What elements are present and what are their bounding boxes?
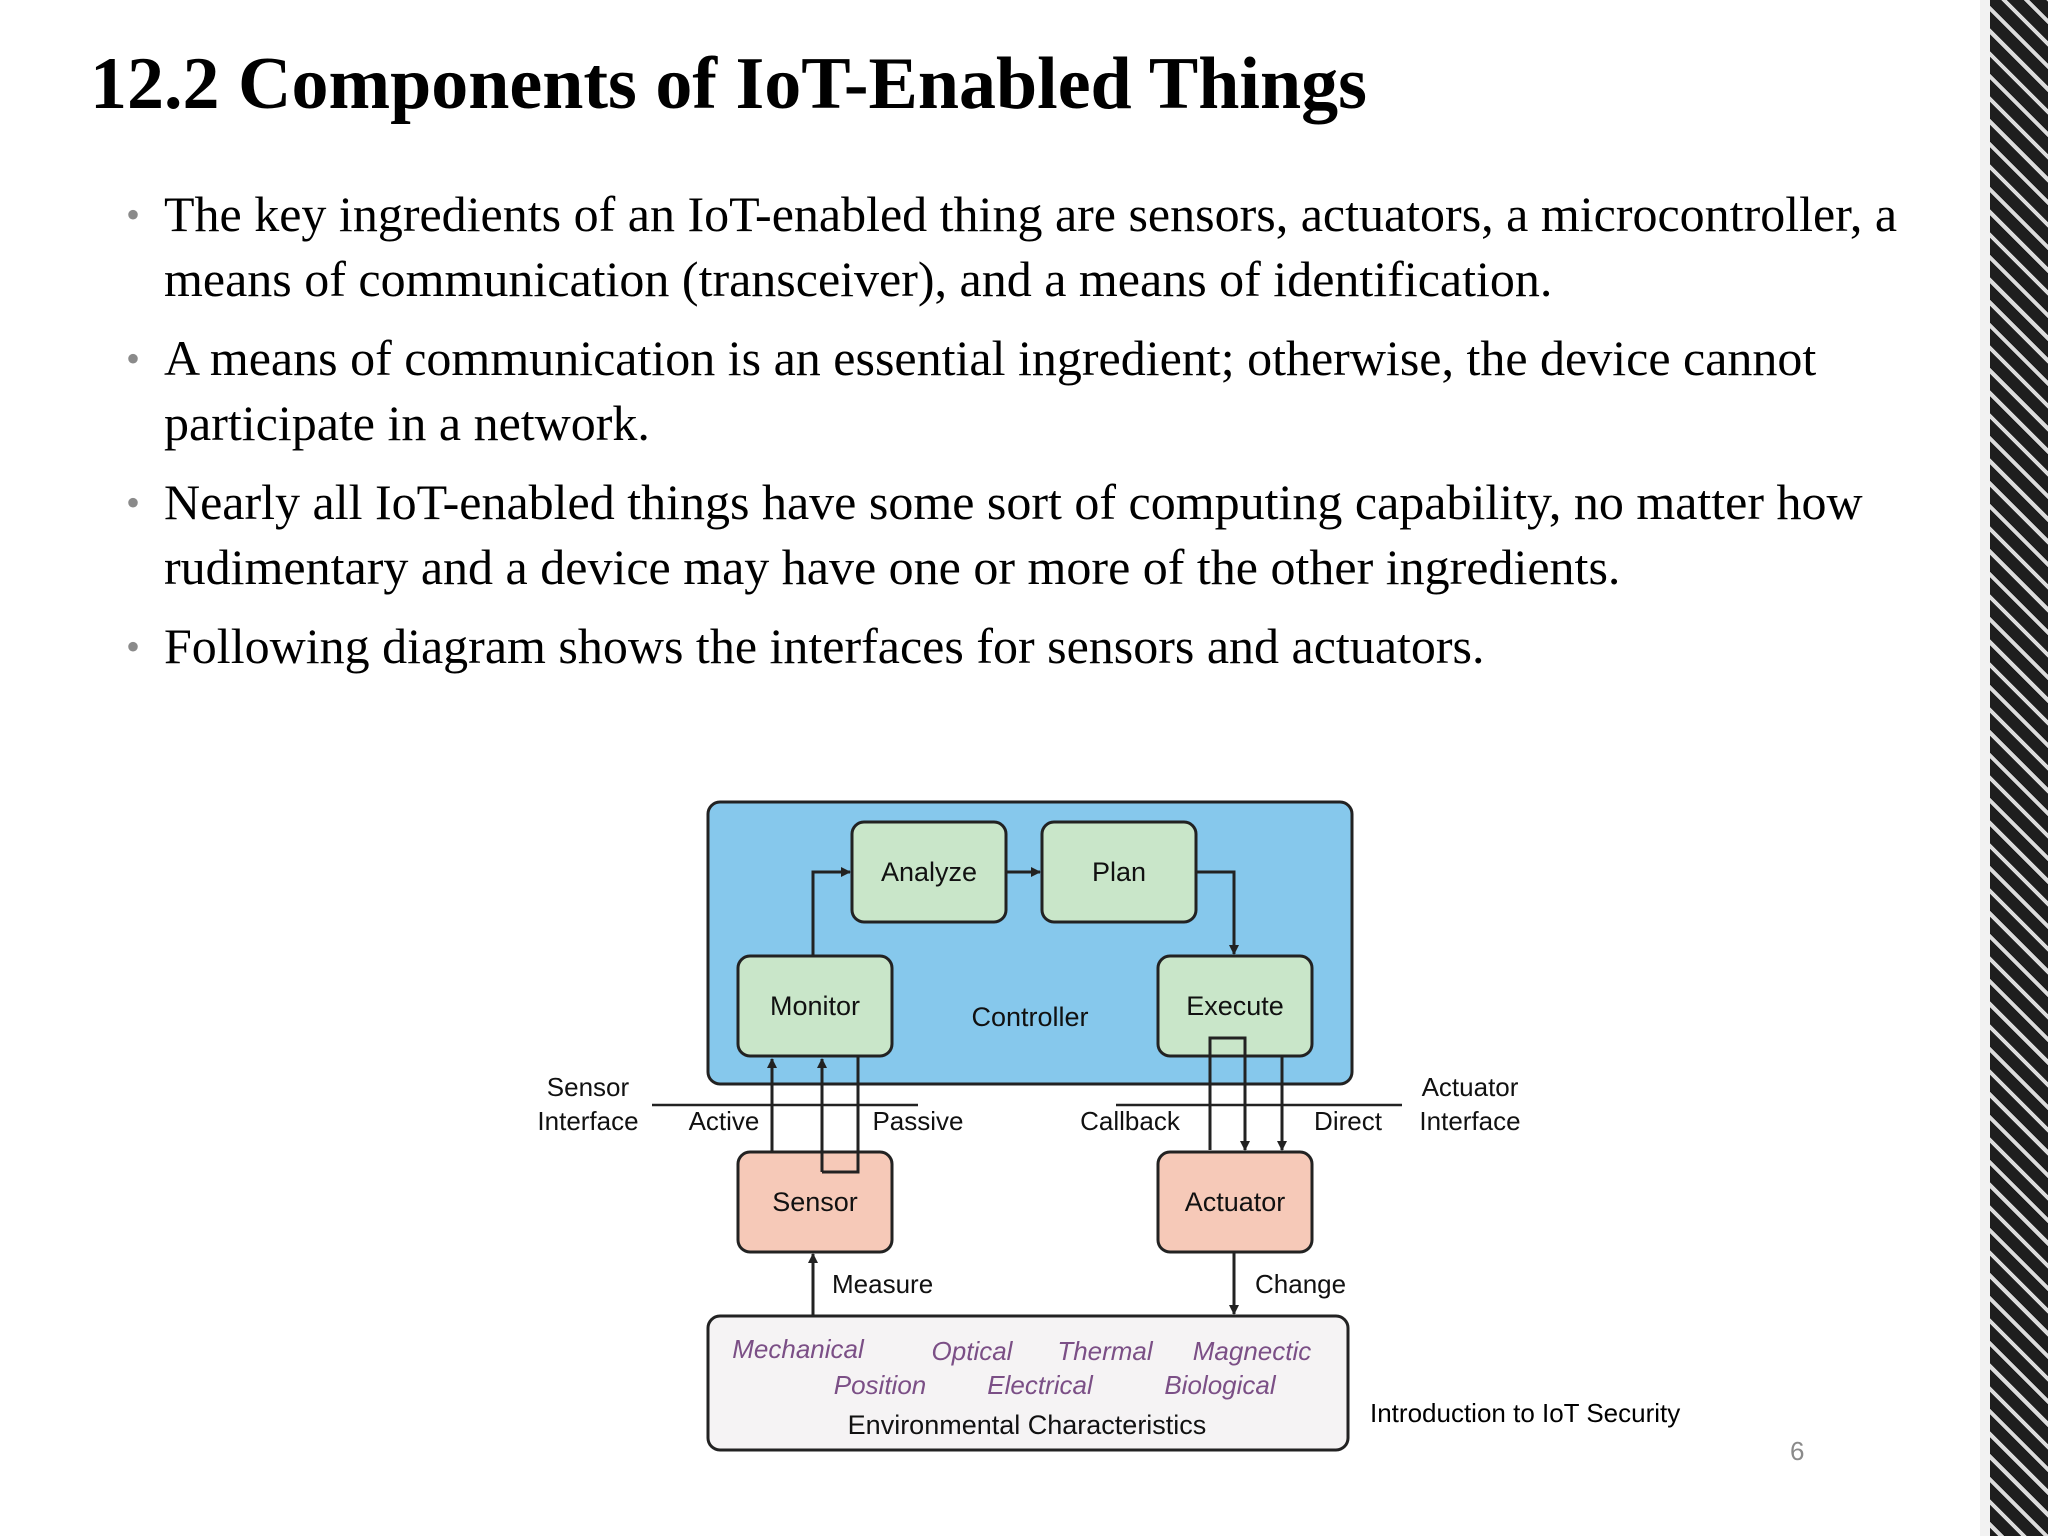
monitor-to-analyze-arrow: [811, 867, 851, 956]
bullet-dot-icon: •: [126, 336, 141, 381]
bullet-text: Nearly all IoT-enabled things have some …: [164, 474, 1863, 595]
active-label: Active: [689, 1106, 760, 1136]
monitor-node: [736, 954, 894, 1058]
bullet-text: Following diagram shows the interfaces f…: [164, 618, 1485, 674]
sensor-actuator-interface-diagram: Controller Analyze Plan Monitor Execute …: [537, 800, 1521, 1452]
sensor-node: [736, 1150, 894, 1254]
page-number: 6: [1790, 1436, 1805, 1466]
actuator-interface-label-line2: Interface: [1419, 1106, 1520, 1136]
controller-label: Controller: [971, 1002, 1088, 1032]
execute-node: [1156, 954, 1314, 1058]
slide-title: 12.2 Components of IoT-Enabled Things: [90, 43, 1367, 125]
sensor-interface-label-line2: Interface: [537, 1106, 638, 1136]
direct-label: Direct: [1314, 1106, 1383, 1136]
env-item-position: Position: [834, 1370, 927, 1400]
passive-label: Passive: [872, 1106, 963, 1136]
sensor-interface-label-line1: Sensor: [547, 1072, 630, 1102]
environment-title: Environmental Characteristics: [848, 1410, 1207, 1440]
monitor-label: Monitor: [770, 991, 860, 1021]
bullet-item: • A means of communication is an essenti…: [122, 326, 1922, 456]
decorative-side-band: [1980, 0, 2048, 1536]
bullet-item: • The key ingredients of an IoT-enabled …: [122, 182, 1922, 312]
env-item-optical: Optical: [932, 1336, 1014, 1366]
env-item-thermal: Thermal: [1057, 1336, 1154, 1366]
analyze-label: Analyze: [881, 857, 977, 887]
actuator-interface-label-line1: Actuator: [1422, 1072, 1519, 1102]
env-item-biological: Biological: [1164, 1370, 1277, 1400]
bullet-dot-icon: •: [126, 624, 141, 669]
passive-request-loop: [822, 1056, 860, 1174]
measure-label: Measure: [832, 1269, 933, 1299]
callback-label: Callback: [1080, 1106, 1181, 1136]
actuator-label: Actuator: [1185, 1187, 1286, 1217]
bullet-text: The key ingredients of an IoT-enabled th…: [164, 186, 1898, 307]
bullet-item: • Following diagram shows the interfaces…: [122, 614, 1922, 679]
bullet-list: • The key ingredients of an IoT-enabled …: [122, 182, 1922, 693]
env-item-magnectic: Magnectic: [1193, 1336, 1312, 1366]
change-label: Change: [1255, 1269, 1346, 1299]
bullet-text: A means of communication is an essential…: [164, 330, 1817, 451]
plan-to-execute-arrow: [1196, 870, 1239, 955]
bullet-dot-icon: •: [126, 480, 141, 525]
environment-box: [706, 1314, 1350, 1452]
execute-label: Execute: [1186, 991, 1284, 1021]
bullet-item: • Nearly all IoT-enabled things have som…: [122, 470, 1922, 600]
sensor-label: Sensor: [772, 1187, 858, 1217]
footer-text: Introduction to IoT Security: [1370, 1398, 1681, 1428]
plan-label: Plan: [1092, 857, 1146, 887]
bullet-dot-icon: •: [126, 192, 141, 237]
env-item-mechanical: Mechanical: [732, 1334, 865, 1364]
env-item-electrical: Electrical: [987, 1370, 1094, 1400]
